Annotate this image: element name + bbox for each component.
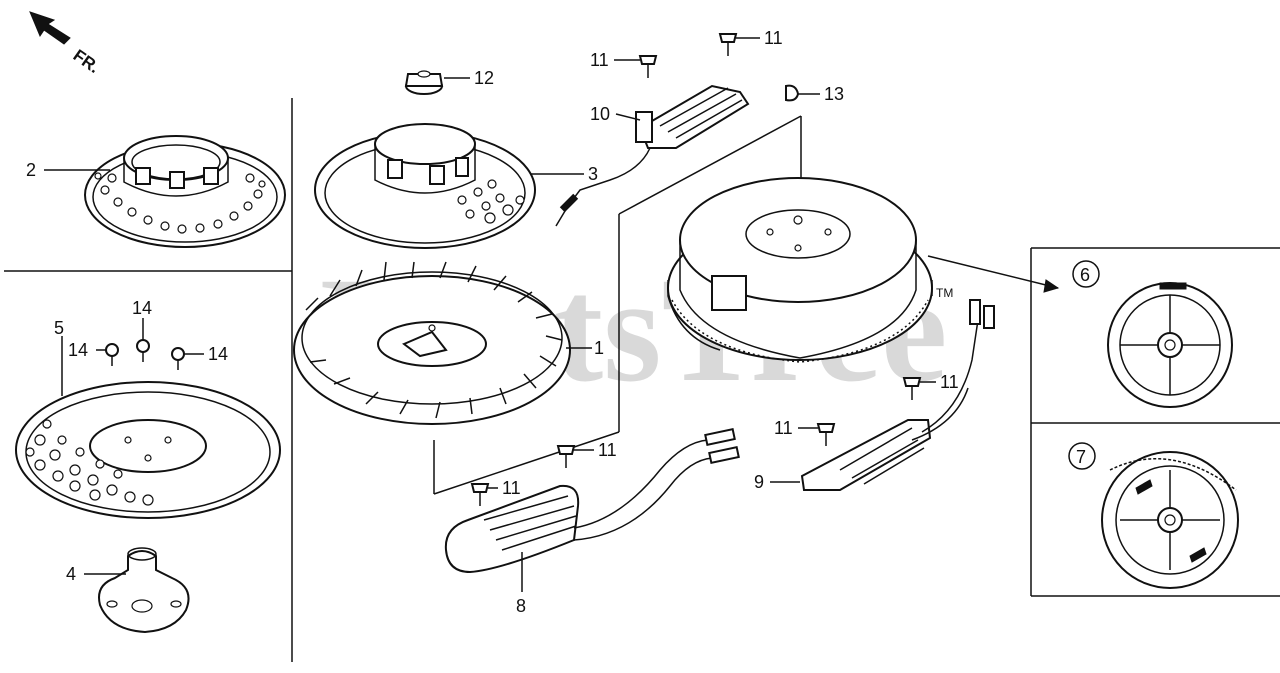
part-1-flywheel-fan [293, 261, 571, 425]
leader-lines [44, 37, 936, 592]
callout-3: 3 [588, 164, 598, 184]
front-direction-arrow-icon [29, 11, 71, 45]
callout-13: 13 [824, 84, 844, 104]
callout-11-top-right: 11 [764, 28, 783, 48]
callout-6: 6 [1080, 265, 1090, 285]
callout-5: 5 [54, 318, 64, 338]
callout-14-top: 14 [132, 298, 152, 318]
callout-6-badge: 6 [1072, 260, 1100, 288]
part-6-rotor-inset [1107, 282, 1233, 408]
part-14-screws [105, 339, 185, 370]
callout-11-top-left: 11 [590, 50, 609, 70]
callouts: 2 3 1 4 5 14 14 14 12 11 11 10 13 11 11 … [26, 28, 959, 616]
callout-11-lower: 11 [598, 440, 617, 460]
callout-14-right: 14 [208, 344, 228, 364]
callout-8: 8 [516, 596, 526, 616]
callout-7: 7 [1076, 447, 1086, 467]
trademark: TM [936, 286, 953, 300]
part-8-lighting-coil [444, 428, 740, 574]
front-direction-label: FR. [70, 46, 103, 77]
flywheel-rotor [667, 177, 933, 363]
callout-9: 9 [754, 472, 764, 492]
part-2-starter-pulley [84, 135, 286, 248]
callout-4: 4 [66, 564, 76, 584]
part-12-nut [404, 70, 444, 95]
part-3-cooling-plate [314, 123, 536, 249]
part-11-bolts [470, 33, 922, 506]
callout-11-middle: 11 [774, 418, 793, 438]
callout-11-right: 11 [940, 372, 959, 392]
callout-10: 10 [590, 104, 610, 124]
arrow-head-icon [1043, 279, 1060, 293]
part-9-charge-coil [800, 299, 995, 491]
part-13-key [785, 84, 800, 102]
part-7-rotor-gear-inset [1101, 451, 1239, 589]
callout-11-bottom: 11 [502, 478, 521, 498]
callout-14-left: 14 [68, 340, 88, 360]
part-4-bracket [98, 547, 190, 634]
part-5-cover-plate [15, 381, 281, 519]
callout-2: 2 [26, 160, 36, 180]
callout-1: 1 [594, 338, 604, 358]
callout-7-badge: 7 [1068, 442, 1096, 470]
part-10-ignition-coil [555, 84, 750, 227]
callout-12: 12 [474, 68, 494, 88]
